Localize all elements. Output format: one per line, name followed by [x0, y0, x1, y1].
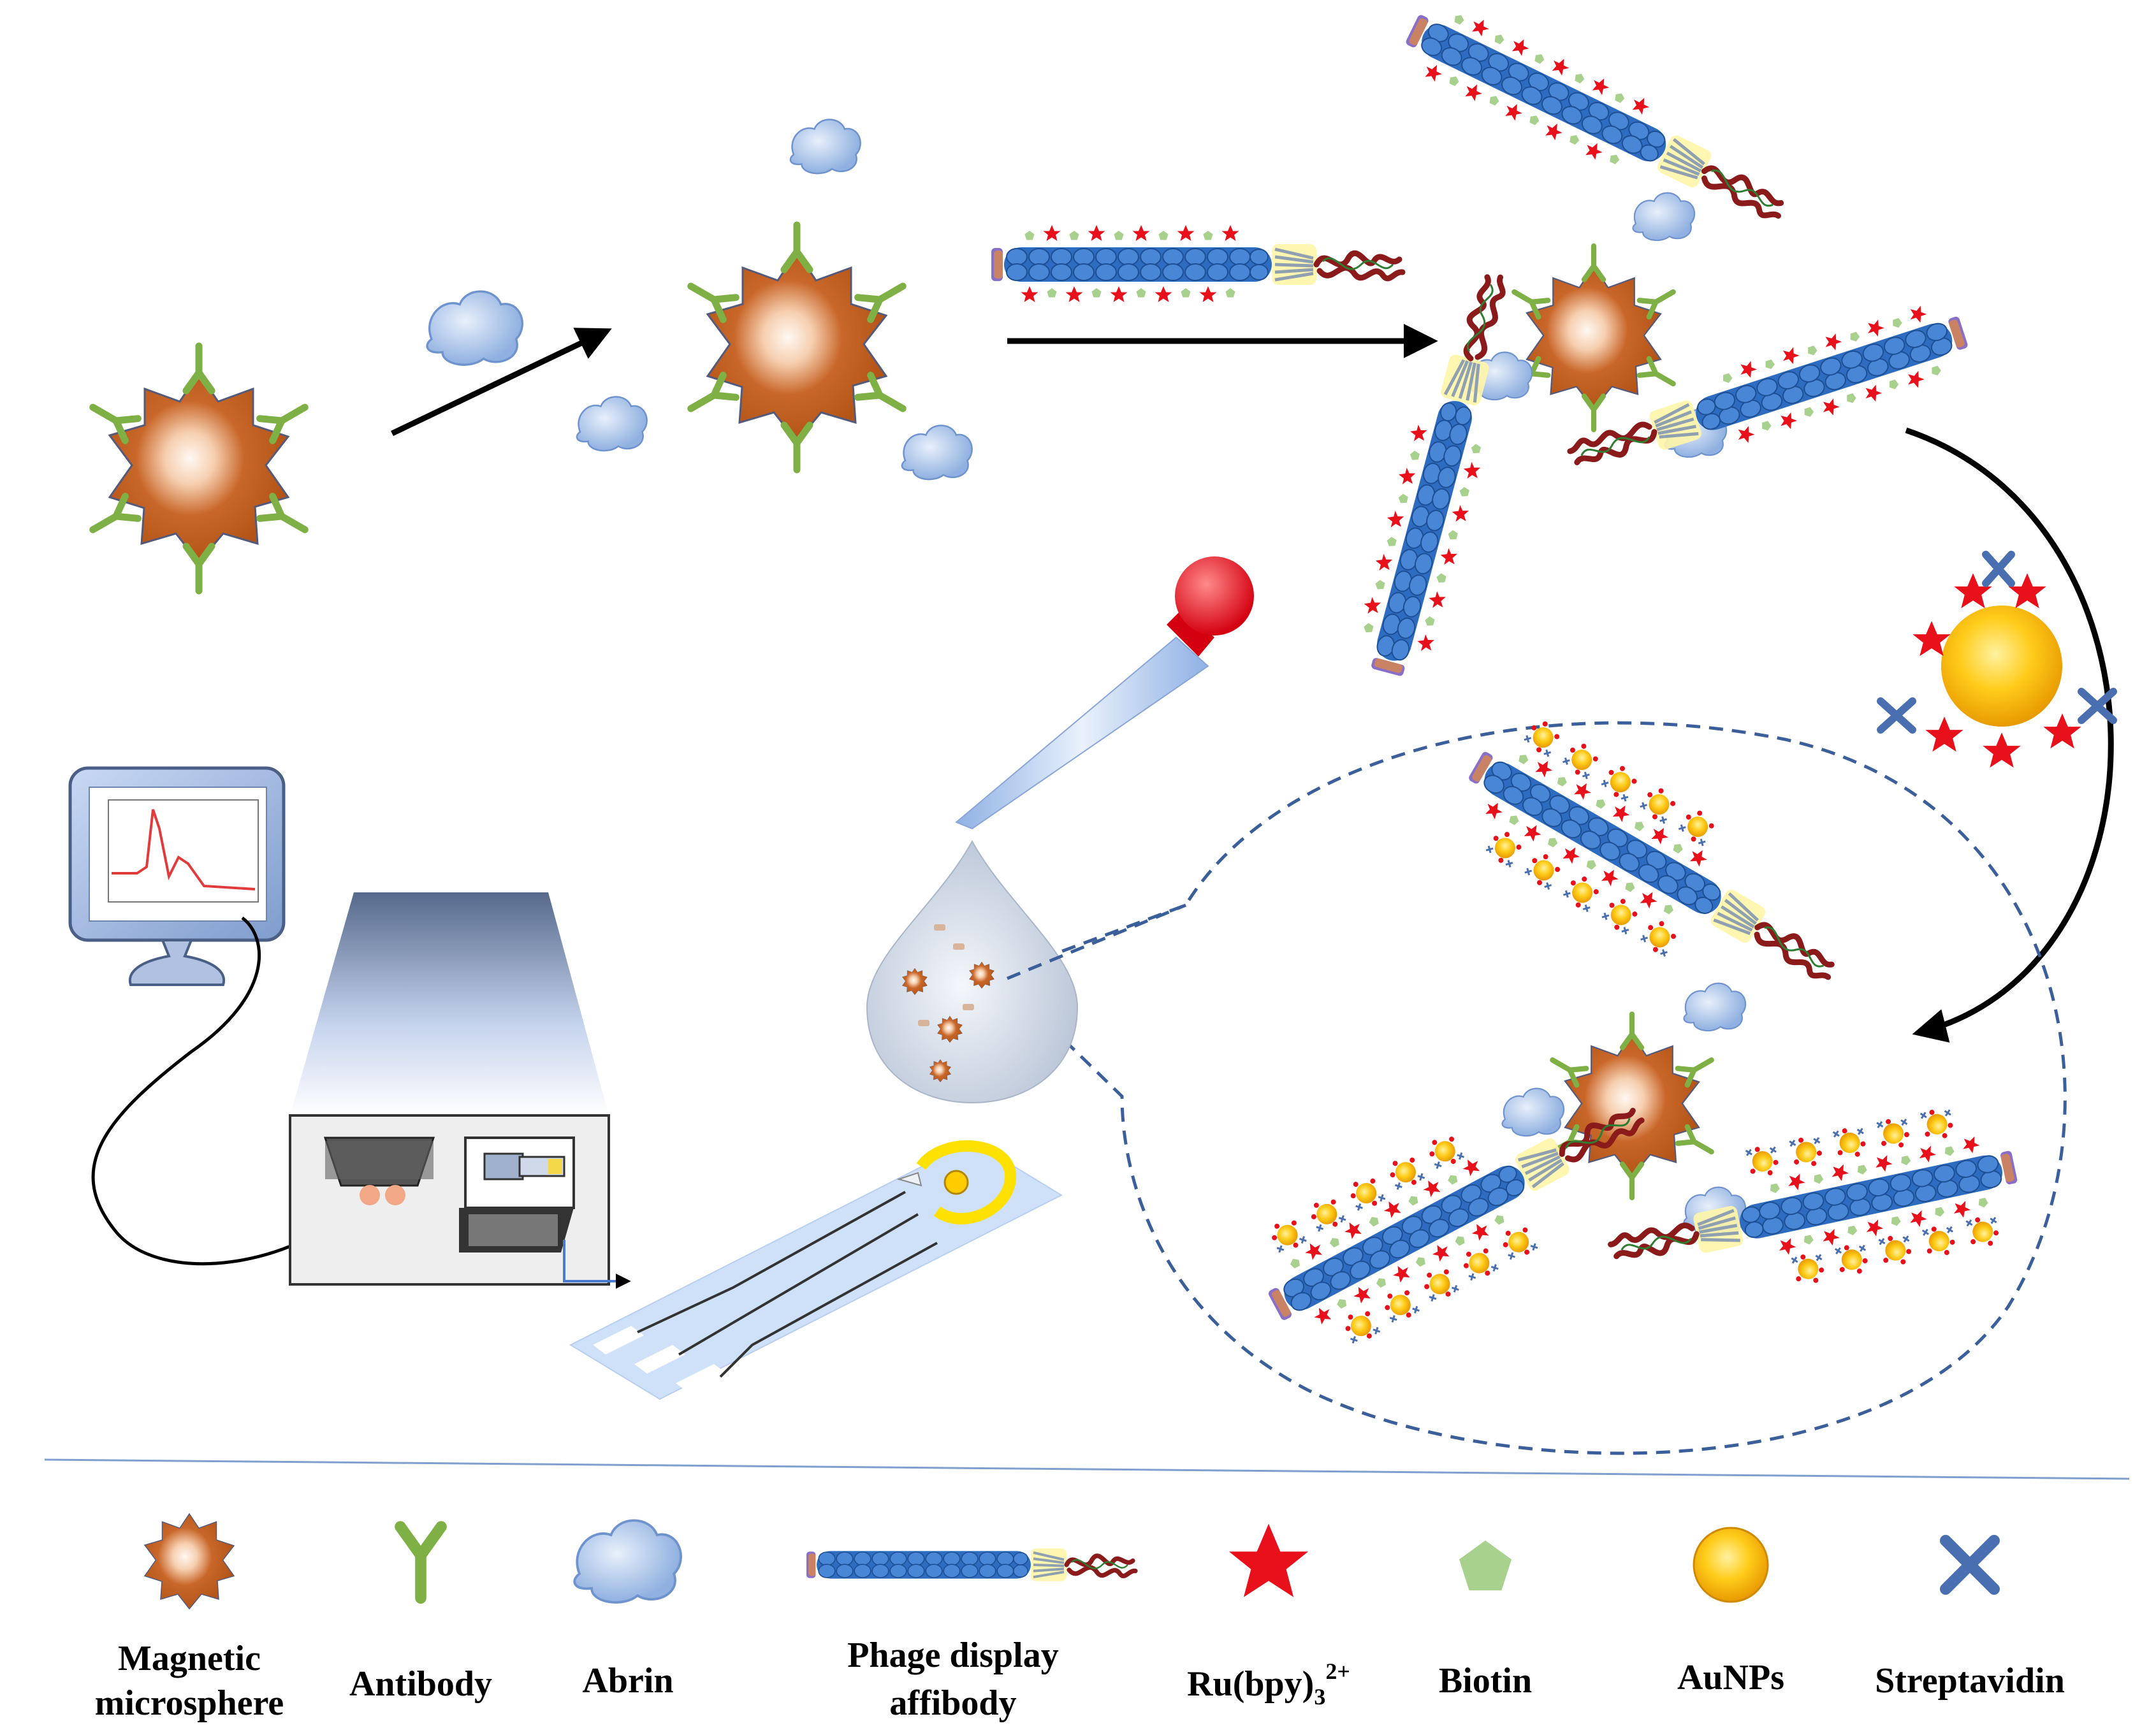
instrument-icon: [289, 892, 610, 1286]
legend-phage-line2: affibody: [889, 1683, 1016, 1723]
phage-display-affibody-labeled: [991, 225, 1402, 302]
monitor-icon: [68, 766, 286, 986]
biotin-pentagon-icon: [1459, 1540, 1512, 1591]
microsphere-with-abrin: [576, 119, 973, 481]
legend-streptavidin: Streptavidin: [1875, 1661, 2065, 1701]
arrow-3-curved: [1905, 427, 2114, 1043]
microsphere-phage-complex: [1348, 0, 1976, 682]
antibody-icon: [400, 1527, 441, 1598]
instrument-arrow: [563, 1240, 631, 1289]
legend-abrin: Abrin: [582, 1661, 673, 1701]
legend-antibody: Antibody: [349, 1664, 492, 1704]
aunp-streptavidin-conjugate: [1877, 551, 2117, 768]
abrin-icon: [426, 290, 524, 366]
abrin-icon-legend: [573, 1519, 682, 1604]
legend: Magnetic microsphere Antibody Abrin Phag…: [95, 1513, 2065, 1723]
aunp-sphere-icon: [1693, 1527, 1769, 1603]
microsphere-with-antibodies: [87, 346, 312, 591]
arrow-1: [391, 328, 612, 437]
droplet-icon: [866, 839, 1079, 1104]
dropper-icon: [955, 556, 1254, 830]
legend-phage-line1: Phage display: [847, 1636, 1058, 1675]
magnetic-microsphere-icon: [144, 1513, 235, 1609]
cable: [91, 917, 368, 1266]
streptavidin-cross-icon: [1940, 1535, 2000, 1595]
legend-biotin: Biotin: [1439, 1661, 1532, 1701]
ru-bpy-star-icon: [1228, 1523, 1309, 1597]
electrode-chip-icon: [569, 1140, 1063, 1400]
dashed-connector: [1007, 903, 1186, 980]
legend-aunps: AuNPs: [1677, 1658, 1784, 1697]
legend-ru-bpy: Ru(bpy)32+: [1187, 1659, 1350, 1710]
legend-magnetic-microsphere-line2: microsphere: [95, 1683, 284, 1723]
legend-divider: [44, 1458, 2130, 1480]
legend-magnetic-microsphere-line1: Magnetic: [118, 1639, 261, 1678]
phage-display-affibody-icon: [806, 1548, 1135, 1581]
magnified-view: [994, 702, 2067, 1455]
